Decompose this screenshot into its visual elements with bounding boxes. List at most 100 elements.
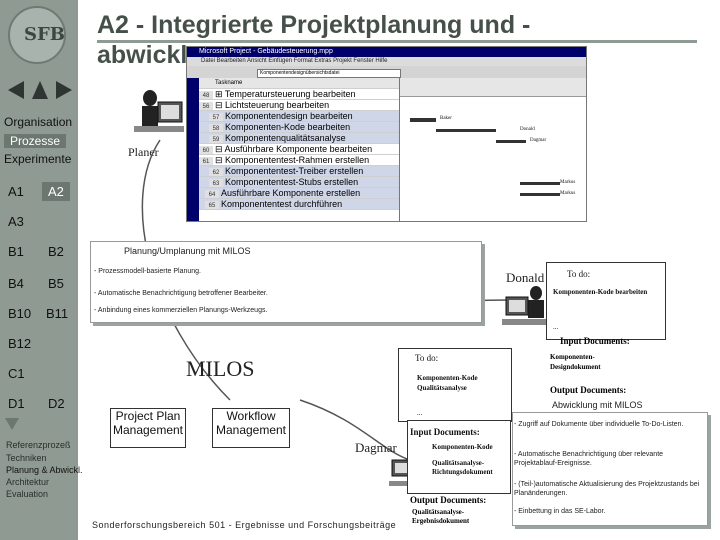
task-name: ⊟ Ausführbare Komponente bearbeiten	[215, 144, 373, 154]
project-b4[interactable]: B4	[8, 276, 24, 291]
execution-bullet: - Automatische Benachrichtigung über rel…	[514, 451, 664, 467]
task-name: ⊟ Komponententest-Rahmen erstellen	[215, 155, 370, 165]
right-arrow-icon[interactable]	[56, 81, 72, 99]
section-prozesse[interactable]: Prozesse	[4, 134, 67, 148]
planning-box	[90, 241, 482, 323]
row-num: 61	[199, 157, 213, 165]
link-evaluation[interactable]: Evaluation	[6, 489, 49, 499]
task-name: Komponententest durchführen	[221, 199, 343, 209]
sfb-logo[interactable]: SFB	[8, 6, 66, 64]
row-num: 60	[199, 146, 213, 154]
planning-bullet: - Automatische Benachrichtigung betroffe…	[94, 290, 268, 297]
row-num: 57	[209, 113, 223, 121]
dagmar-output-title: Output Documents:	[410, 495, 487, 505]
table-row: 60⊟ Ausführbare Komponente bearbeiten	[199, 144, 399, 155]
link-architektur[interactable]: Architektur	[6, 477, 50, 487]
project-d2[interactable]: D2	[48, 396, 65, 411]
project-plan-management-box: Project Plan Management	[110, 408, 186, 448]
todo-item: Komponenten-Kode Qualitätsanalyse	[417, 374, 478, 392]
project-b5[interactable]: B5	[48, 276, 64, 291]
resource-label: Markus	[560, 180, 576, 185]
project-b12[interactable]: B12	[8, 336, 32, 351]
row-num: 63	[209, 179, 223, 187]
planning-bullet: - Anbindung eines kommerziellen Planungs…	[94, 307, 268, 314]
resource-label: Dagmar	[530, 138, 547, 143]
project-b10[interactable]: B10	[8, 306, 32, 321]
resource-label: Baker	[440, 116, 452, 121]
gantt-bar	[520, 182, 560, 185]
column-header: Taskname	[215, 80, 243, 86]
logo-text: SFB	[24, 24, 65, 45]
row-num: 64	[205, 190, 219, 198]
task-name: Komponenten-Kode bearbeiten	[225, 122, 351, 132]
title-divider	[97, 40, 697, 43]
project-b1[interactable]: B1	[8, 244, 24, 259]
project-d1[interactable]: D1	[8, 396, 25, 411]
gantt-chart: Baker Donald Dagmar Markus Markus	[399, 78, 586, 221]
view-bar	[187, 78, 199, 221]
dagmar-label: Dagmar	[355, 440, 397, 455]
section-experimente[interactable]: Experimente	[4, 152, 72, 166]
left-arrow-icon[interactable]	[8, 81, 24, 99]
row-num: 58	[209, 124, 223, 132]
link-techniken[interactable]: Techniken	[6, 453, 47, 463]
footer: Sonderforschungsbereich 501 - Ergebnisse…	[92, 520, 397, 530]
dagmar-input-item: Komponenten-Kode	[432, 443, 493, 451]
nav-arrows	[8, 81, 72, 99]
task-name: ⊟ Lichtsteuerung bearbeiten	[215, 100, 330, 110]
window-title: Microsoft Project - Gebäudesteuerung.mpp	[187, 47, 586, 57]
project-b2[interactable]: B2	[48, 244, 64, 259]
section-organisation[interactable]: Organisation	[4, 115, 73, 129]
link-planung-abwicklung[interactable]: Planung & Abwickl.	[6, 465, 83, 475]
dagmar-input-note: Input Documents: Komponenten-Kode Qualit…	[407, 420, 511, 494]
row-num: 48	[199, 91, 213, 99]
todo-item: ...	[417, 409, 423, 417]
task-name: Komponentenqualitätsanalyse	[225, 133, 346, 143]
donald-todo-note: To do: Komponenten-Kode bearbeiten ...	[546, 262, 666, 340]
todo-title: To do:	[415, 353, 439, 363]
todo-title: To do:	[567, 269, 591, 279]
execution-box-title: Abwicklung mit MILOS	[552, 400, 643, 410]
dagmar-input-title: Input Documents:	[410, 427, 480, 437]
task-name: Komponententest-Treiber erstellen	[225, 166, 364, 176]
execution-box	[512, 412, 708, 526]
entry-field: Komponentendesignübersichtsdatei	[257, 69, 401, 78]
project-b11[interactable]: B11	[46, 306, 69, 321]
gantt-timescale	[400, 78, 586, 97]
link-referenzprozess[interactable]: Referenzprozeß	[6, 440, 71, 450]
table-header: Taskname	[199, 78, 399, 89]
project-a3[interactable]: A3	[8, 214, 24, 229]
gantt-bar	[496, 140, 526, 143]
table-row: 61⊟ Komponententest-Rahmen erstellen	[199, 155, 399, 166]
up-arrow-icon[interactable]	[32, 81, 48, 99]
gantt-bar	[520, 193, 560, 196]
execution-bullet: - Einbettung in das SE-Labor.	[514, 508, 606, 515]
menu-bar: Datei Bearbeiten Ansicht Einfügen Format…	[187, 57, 586, 66]
row-num: 65	[205, 201, 219, 209]
row-num: 59	[209, 135, 223, 143]
resource-label: Donald	[520, 127, 535, 132]
gantt-bar	[410, 118, 436, 122]
center-todo-note: To do: Komponenten-Kode Qualitätsanalyse…	[398, 348, 512, 422]
task-name: Ausführbare Komponente erstellen	[221, 188, 361, 198]
task-name: Komponententest-Stubs erstellen	[225, 177, 359, 187]
donald-label: Donald	[506, 270, 545, 285]
project-c1[interactable]: C1	[8, 366, 25, 381]
todo-item: Komponenten-Kode bearbeiten	[553, 288, 648, 296]
task-name: ⊞ Temperatursteuerung bearbeiten	[215, 89, 356, 99]
table-row: 48⊞ Temperatursteuerung bearbeiten	[199, 89, 399, 100]
task-table: Taskname 48⊞ Temperatursteuerung bearbei…	[199, 78, 409, 221]
project-a2[interactable]: A2	[42, 182, 70, 201]
donald-input-title: Input Documents:	[560, 336, 630, 346]
project-a1[interactable]: A1	[8, 184, 24, 199]
down-arrow-icon[interactable]	[5, 418, 19, 430]
table-row: 56⊟ Lichtsteuerung bearbeiten	[199, 100, 399, 111]
planer-person-icon	[134, 90, 184, 132]
dagmar-input-item: Qualitätsanalyse-Richtungsdokument	[432, 459, 493, 476]
